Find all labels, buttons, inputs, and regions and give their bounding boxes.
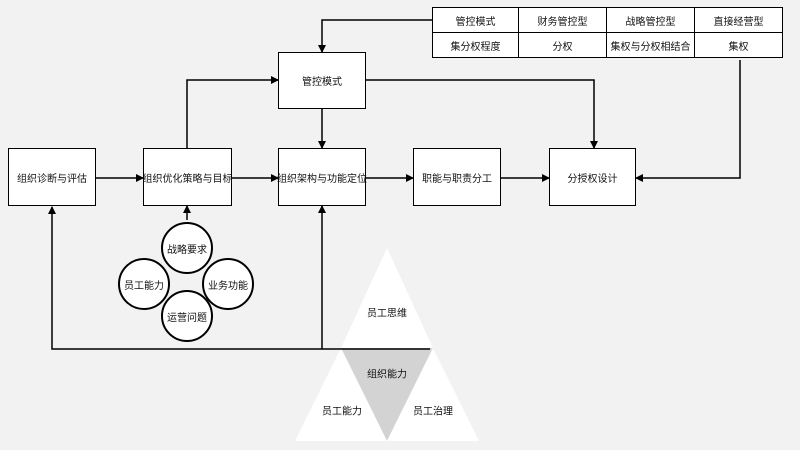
arrow-feedback-to-diagnosis <box>48 206 430 350</box>
triangle-label-top: 员工思维 <box>367 308 407 320</box>
table-cell: 集分权程度 <box>432 32 519 58</box>
table-row: 管控模式 财务管控型 战略管控型 直接经营型 <box>432 7 783 33</box>
node-diagnosis: 组织诊断与评估 <box>8 148 96 206</box>
table-cell: 分权 <box>518 32 607 58</box>
table-cell: 集权 <box>694 32 783 58</box>
triangle-right-segment <box>387 348 479 441</box>
triangle-label-center: 组织能力 <box>367 369 407 381</box>
table-cell: 财务管控型 <box>518 7 607 33</box>
arrow-centralization-to-authorization <box>635 60 741 182</box>
capability-triangle <box>295 248 479 441</box>
node-duties: 职能与职责分工 <box>413 148 501 206</box>
node-control-mode: 管控模式 <box>278 52 366 109</box>
arrow-control-mode-to-authorization <box>365 79 598 149</box>
circle-business: 业务功能 <box>202 258 254 310</box>
table-cell: 战略管控型 <box>606 7 695 33</box>
node-authorization: 分授权设计 <box>549 148 636 206</box>
triangle-label-left: 员工能力 <box>322 406 362 418</box>
table-cell: 直接经营型 <box>694 7 783 33</box>
node-optimization: 组织优化策略与目标 <box>143 148 233 206</box>
circle-capability: 员工能力 <box>118 258 170 310</box>
circle-operation: 运营问题 <box>161 290 213 342</box>
triangle-center-segment <box>341 348 433 441</box>
triangle-left-segment <box>295 348 387 441</box>
table-cell: 集权与分权相结合 <box>606 32 695 58</box>
control-mode-table: 管控模式 财务管控型 战略管控型 直接经营型 集分权程度 分权 集权与分权相结合… <box>432 7 783 58</box>
arrow-table-to-control-mode <box>318 19 432 53</box>
circle-strategy: 战略要求 <box>161 222 213 274</box>
table-row: 集分权程度 分权 集权与分权相结合 集权 <box>432 32 783 58</box>
triangle-label-right: 员工治理 <box>413 406 453 418</box>
triangle-top-segment <box>341 248 433 348</box>
arrow-optimization-to-control-mode <box>186 76 279 148</box>
table-cell: 管控模式 <box>432 7 519 33</box>
node-architecture: 组织架构与功能定位 <box>277 148 367 206</box>
